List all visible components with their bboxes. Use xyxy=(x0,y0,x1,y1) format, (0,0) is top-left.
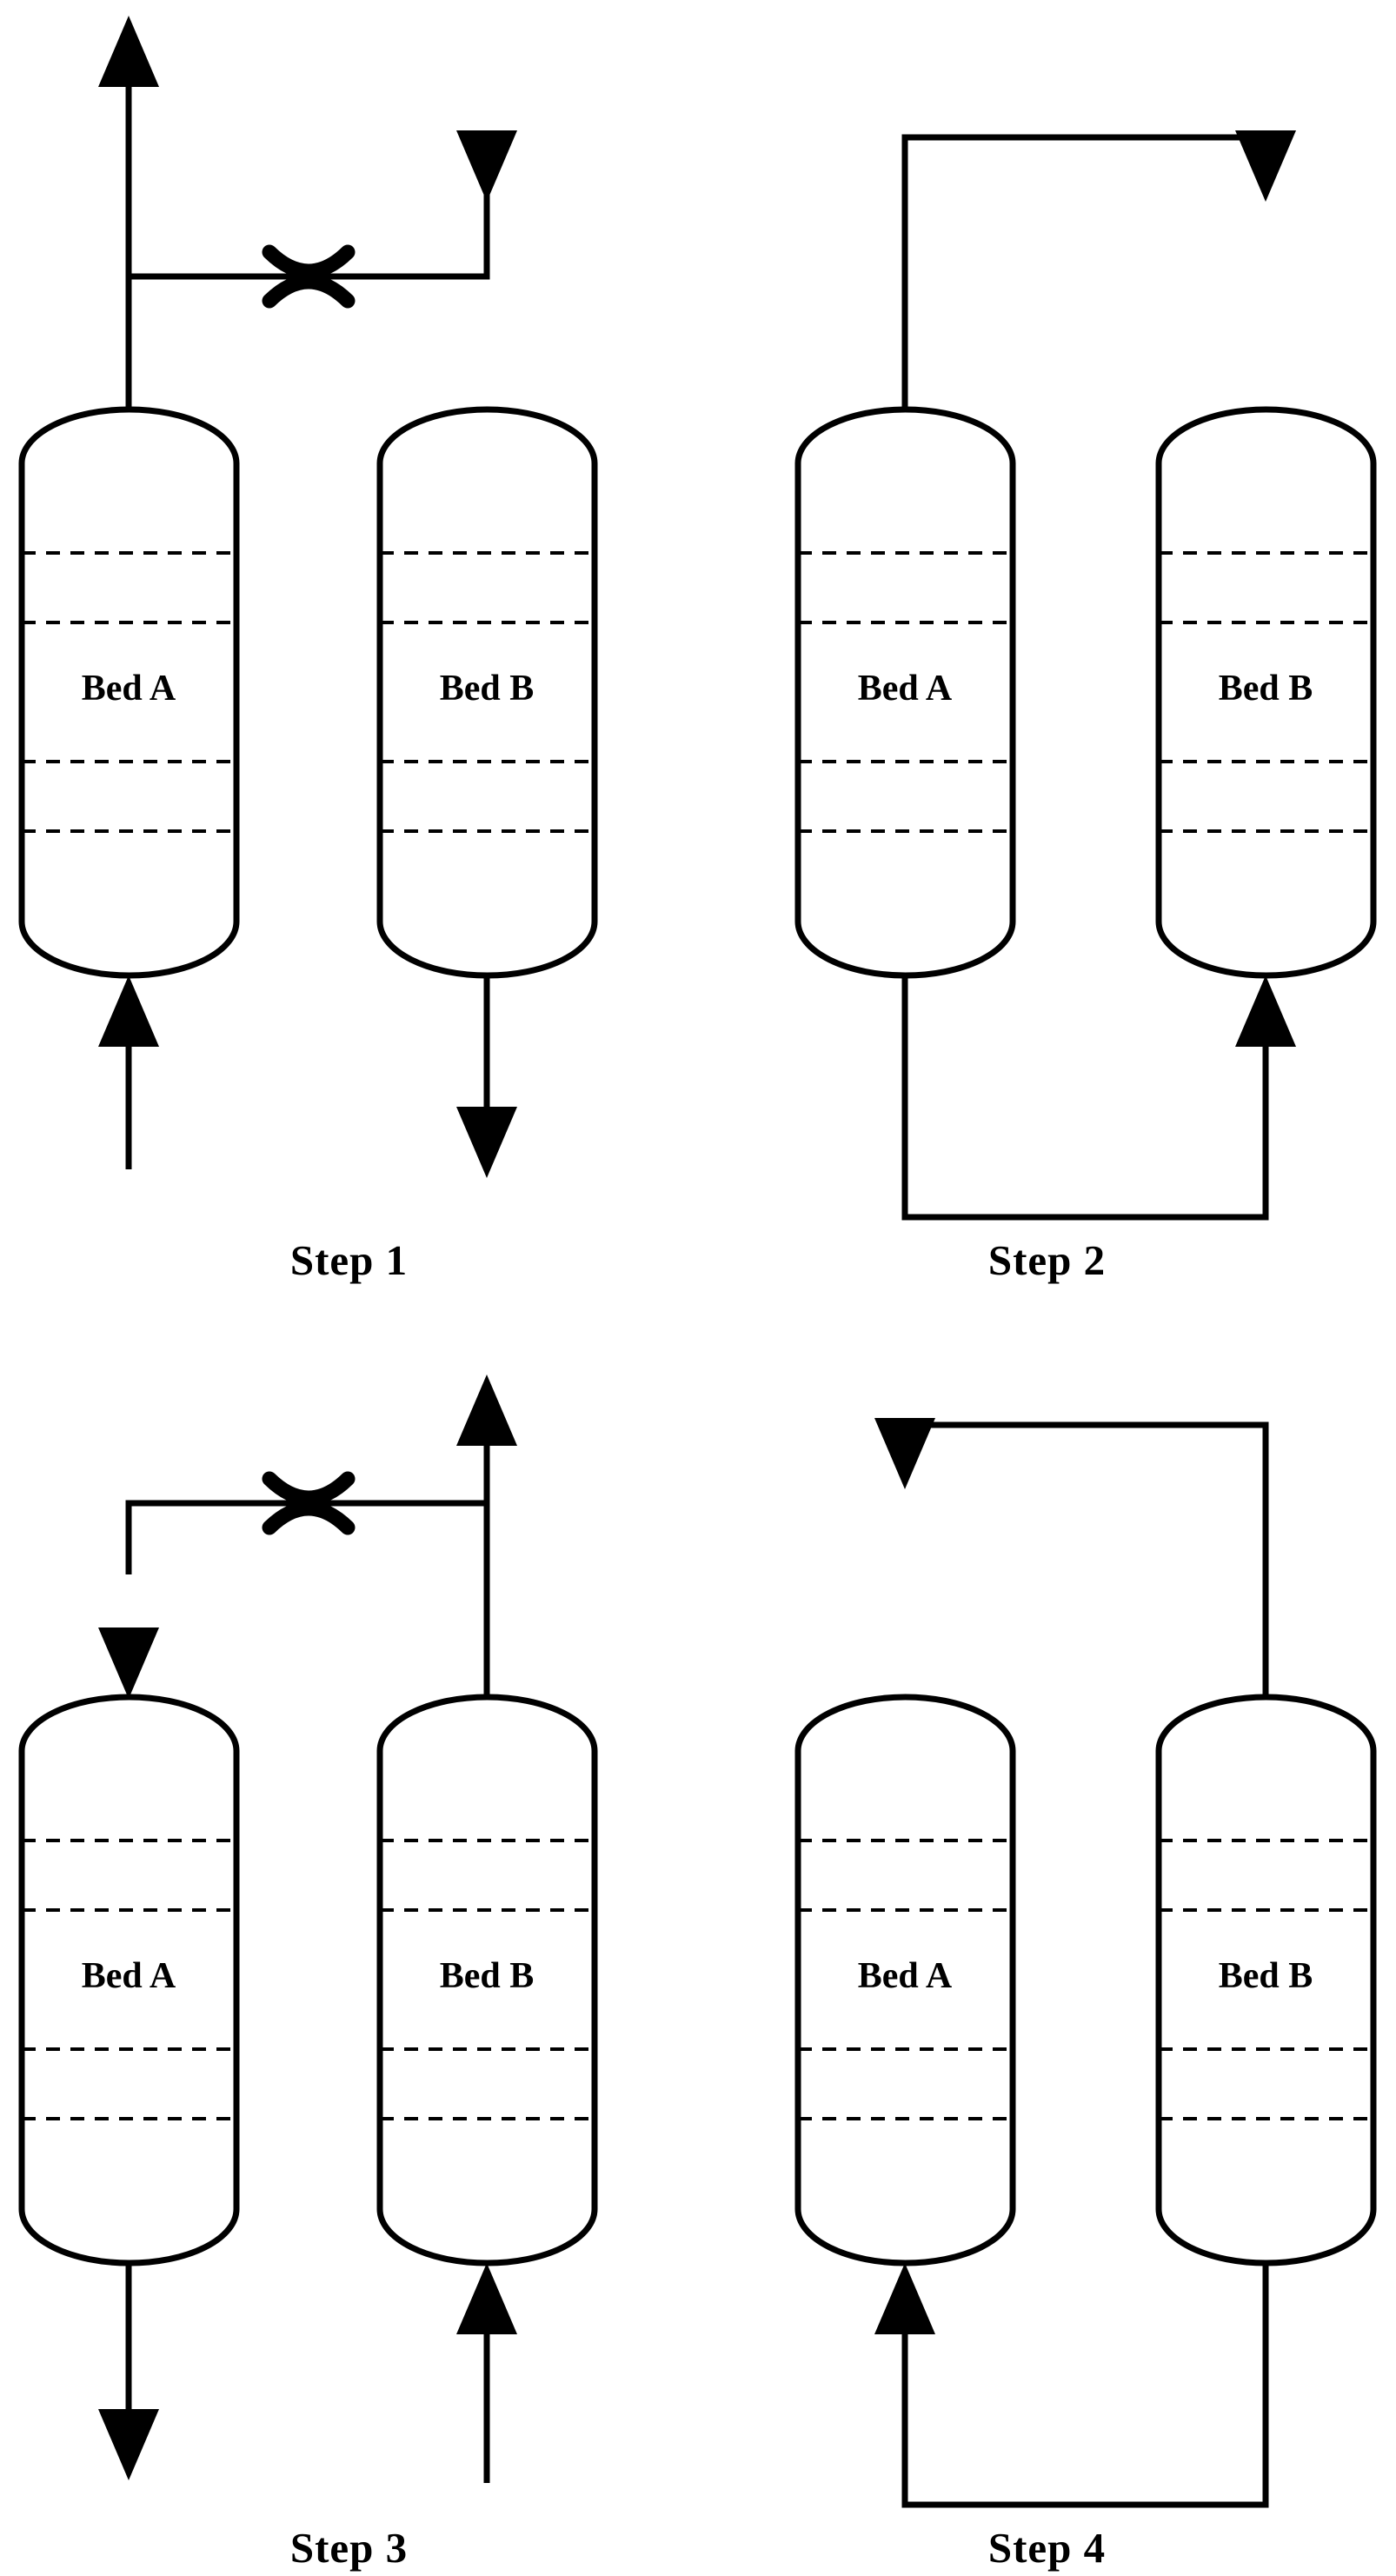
arrowhead-up-product-out xyxy=(98,16,159,87)
bed-b-layer-lines xyxy=(380,551,595,833)
bed-a-label: Bed A xyxy=(858,669,953,709)
arrowhead-down-into-bed-a-top xyxy=(874,1418,935,1489)
panel-step-4: Bed A Bed B xyxy=(698,1288,1396,2575)
flow-equalization-top-b-to-a xyxy=(901,1421,1269,1699)
bed-b-layer-lines xyxy=(1159,551,1373,833)
flow-equalization-bottom-b-to-a xyxy=(901,2263,1269,2508)
vessel-bed-b xyxy=(376,406,598,979)
arrowhead-up-product-out xyxy=(456,1375,517,1446)
flow-equalization-top-a-to-b xyxy=(901,134,1269,411)
arrowhead-up-into-bed-b-bottom xyxy=(1235,975,1296,1047)
bed-a-layer-lines xyxy=(22,551,236,833)
panel-step-3: Bed A Bed B xyxy=(0,1288,698,2575)
bed-a-layer-lines xyxy=(798,551,1013,833)
arrowhead-up-feed-in xyxy=(456,2263,517,2334)
arrowhead-down-into-bed-b xyxy=(456,130,517,202)
bed-b-label: Bed B xyxy=(1219,1956,1313,1996)
flow-equalization-bottom-a-to-b xyxy=(901,975,1269,1221)
arrowhead-down-exhaust xyxy=(98,2409,159,2480)
step-3-caption: Step 3 xyxy=(289,2524,409,2572)
arrowhead-down-into-bed-b-top xyxy=(1235,130,1296,202)
vessel-bed-a xyxy=(18,1694,240,2266)
bed-b-layer-lines xyxy=(380,1839,595,2120)
bed-b-label: Bed B xyxy=(440,669,535,709)
arrowhead-down-exhaust xyxy=(456,1107,517,1178)
throttle-valve-icon xyxy=(262,244,356,309)
panel-step-2: Bed A Bed B xyxy=(698,0,1396,1288)
arrowhead-down-into-bed-a xyxy=(98,1627,159,1699)
vessel-bed-b xyxy=(1155,1694,1377,2266)
flow-purge-crossover-b-to-a xyxy=(125,1500,487,1574)
panel-step-1: Bed A Bed B xyxy=(0,0,698,1288)
bed-a-layer-lines xyxy=(798,1839,1013,2120)
bed-b-layer-lines xyxy=(1159,1839,1373,2120)
bed-b-label: Bed B xyxy=(1219,669,1313,709)
bed-a-layer-lines xyxy=(22,1839,236,2120)
flow-purge-crossover-a-to-b xyxy=(129,174,490,280)
throttle-valve-icon xyxy=(262,1471,356,1535)
vessel-bed-b xyxy=(1155,406,1377,979)
step-2-caption: Step 2 xyxy=(987,1236,1107,1284)
arrowhead-up-feed-in xyxy=(98,975,159,1047)
vessel-bed-b xyxy=(376,1694,598,2266)
step-4-caption: Step 4 xyxy=(987,2524,1107,2572)
bed-a-label: Bed A xyxy=(82,1956,176,1996)
vessel-bed-a xyxy=(794,1694,1016,2266)
bed-a-label: Bed A xyxy=(82,669,176,709)
bed-b-label: Bed B xyxy=(440,1956,535,1996)
bed-a-label: Bed A xyxy=(858,1956,953,1996)
step-1-caption: Step 1 xyxy=(289,1236,409,1284)
vessel-bed-a xyxy=(18,406,240,979)
arrowhead-up-into-bed-a-bottom xyxy=(874,2263,935,2334)
vessel-bed-a xyxy=(794,406,1016,979)
